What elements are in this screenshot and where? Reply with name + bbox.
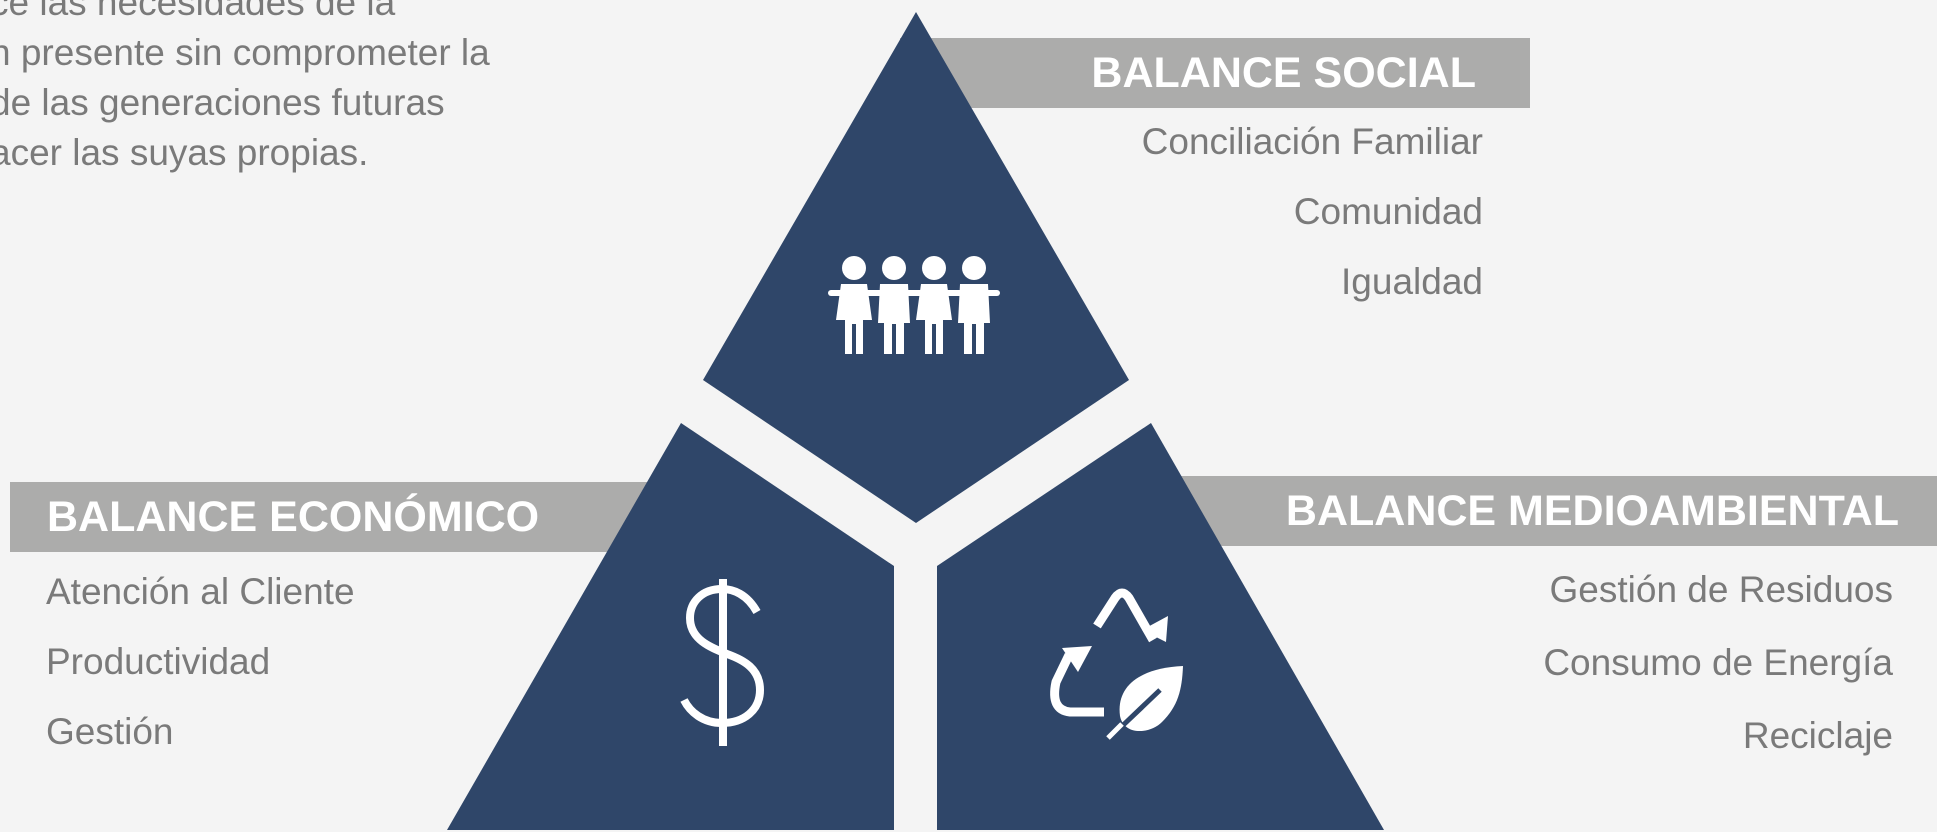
intro-paragraph: ce las necesidades de la n presente sin … xyxy=(0,0,550,178)
family-icon xyxy=(828,256,1000,354)
intro-line: n presente sin comprometer la xyxy=(0,32,490,73)
social-title-band: BALANCE SOCIAL xyxy=(900,38,1530,108)
list-item: Gestión de Residuos xyxy=(1549,569,1893,610)
intro-line: acer las suyas propias. xyxy=(0,132,369,173)
list-item: Productividad xyxy=(46,641,271,682)
intro-line: de las generaciones futuras xyxy=(0,82,445,123)
intro-line: ce las necesidades de la xyxy=(0,0,396,23)
list-item: Comunidad xyxy=(1293,191,1483,232)
list-item: Conciliación Familiar xyxy=(1141,121,1483,162)
environmental-title-band: BALANCE MEDIOAMBIENTAL xyxy=(1170,476,1937,546)
social-title: BALANCE SOCIAL xyxy=(1091,49,1476,97)
list-item: Reciclaje xyxy=(1742,715,1893,756)
dollar-icon xyxy=(680,579,765,746)
social-segment xyxy=(703,12,1129,523)
social-items-list: Conciliación Familiar Comunidad Igualdad xyxy=(1142,107,1483,317)
economic-title: BALANCE ECONÓMICO xyxy=(47,493,540,541)
environmental-title: BALANCE MEDIOAMBIENTAL xyxy=(1285,487,1899,535)
recycle-leaf-icon xyxy=(1050,588,1183,740)
list-item: Atención al Cliente xyxy=(46,571,355,612)
list-item: Consumo de Energía xyxy=(1543,642,1893,683)
list-item: Igualdad xyxy=(1341,261,1483,302)
economic-title-band: BALANCE ECONÓMICO xyxy=(10,482,650,552)
economic-segment xyxy=(447,423,894,830)
list-item: Gestión xyxy=(46,711,174,752)
environmental-items-list: Gestión de Residuos Consumo de Energía R… xyxy=(1543,553,1893,772)
economic-items-list: Atención al Cliente Productividad Gestió… xyxy=(46,557,355,767)
